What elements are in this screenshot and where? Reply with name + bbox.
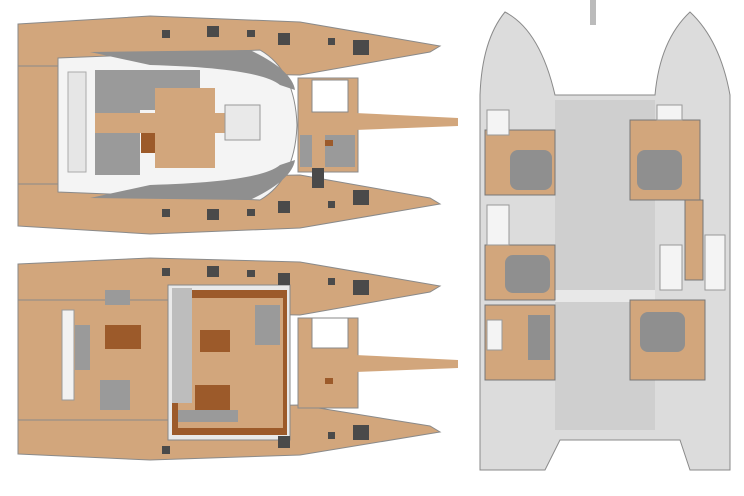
bow-sprit — [590, 0, 596, 25]
lounge-seat — [95, 70, 140, 115]
hatch — [312, 168, 324, 188]
cabin-stbd-mid — [684, 199, 704, 281]
sunpad — [67, 71, 87, 173]
galley — [172, 288, 192, 403]
main-deck-plan — [17, 257, 458, 461]
hull-interior-plan — [479, 0, 731, 471]
spa-pool — [311, 317, 349, 349]
sofa — [255, 305, 280, 345]
heads — [486, 104, 726, 351]
bow-beam — [355, 355, 458, 372]
table — [200, 330, 230, 352]
flybridge-plan — [17, 15, 458, 235]
aft-bench — [61, 309, 75, 401]
lounge-seat — [325, 135, 355, 167]
deck-hatches — [162, 266, 369, 454]
spa-pool — [311, 79, 349, 113]
crossbeam — [555, 290, 655, 302]
aft-cockpit — [17, 299, 169, 421]
aft-deck — [17, 65, 64, 185]
lounge-seat — [75, 325, 90, 370]
deck-hatches — [162, 26, 369, 220]
table — [325, 378, 333, 384]
table — [105, 325, 141, 349]
sofa — [178, 410, 238, 422]
lounge-seat — [100, 380, 130, 410]
lounge-seat — [300, 135, 312, 167]
table — [141, 133, 155, 153]
flybridge-coaming — [90, 160, 295, 200]
table — [195, 385, 230, 411]
lounge-seat — [95, 133, 140, 175]
berths — [505, 150, 685, 360]
bow-beam — [355, 113, 458, 130]
helm-console — [224, 104, 261, 141]
cockpit-floor — [155, 88, 215, 168]
flybridge-coaming — [90, 50, 295, 90]
lounge-seat — [105, 290, 130, 305]
table — [325, 140, 333, 146]
